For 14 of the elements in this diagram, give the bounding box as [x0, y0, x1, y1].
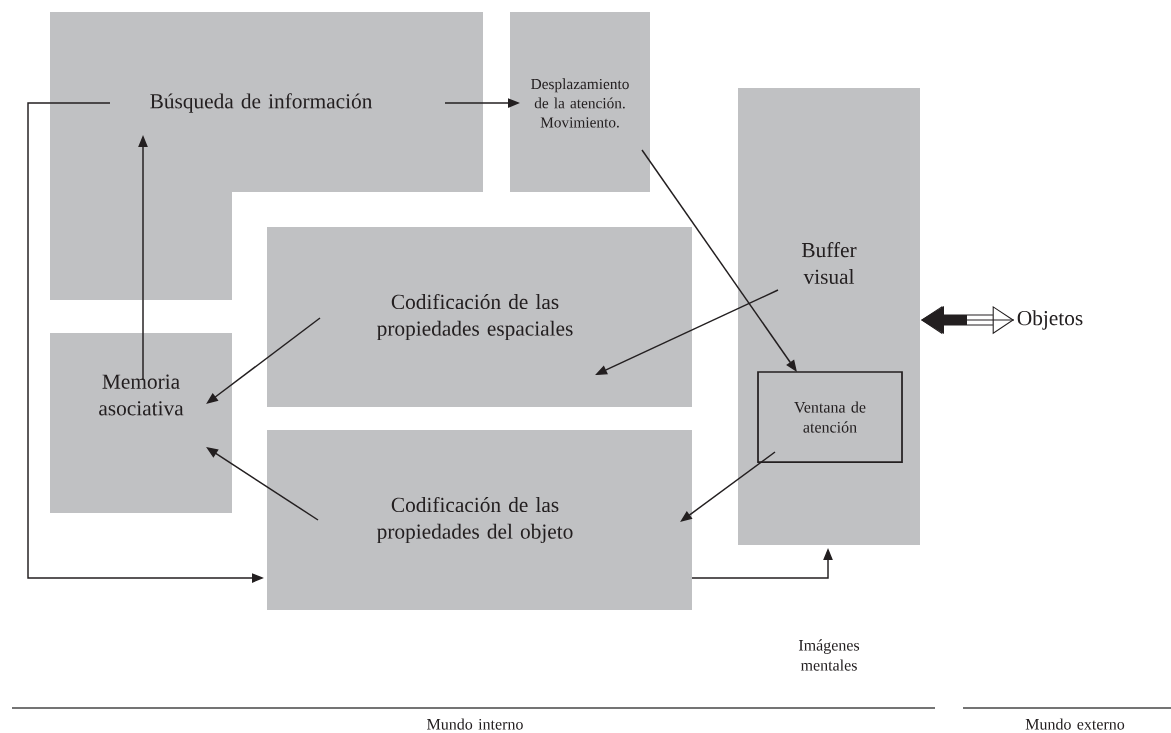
arrow	[206, 447, 319, 521]
arrow	[206, 317, 321, 404]
arrow	[641, 149, 797, 372]
caption-text: Imágenes mentales	[798, 639, 860, 671]
process-box: Codificación de las propiedades del objeto	[267, 430, 692, 610]
process-box: Memoria asociativa	[50, 333, 232, 513]
arrow	[680, 451, 776, 522]
double-arrow	[921, 305, 1015, 335]
caption-text: Mundo externo	[1025, 718, 1125, 730]
node-text: Objetos	[1017, 310, 1083, 330]
caption-text: Mundo interno	[427, 718, 523, 730]
process-box: Codificación de las propiedades espaciales	[267, 227, 692, 407]
framed-box: Ventana de atención	[757, 371, 903, 463]
process-box: Desplazamiento de la atención. Movimiento.	[510, 12, 650, 192]
